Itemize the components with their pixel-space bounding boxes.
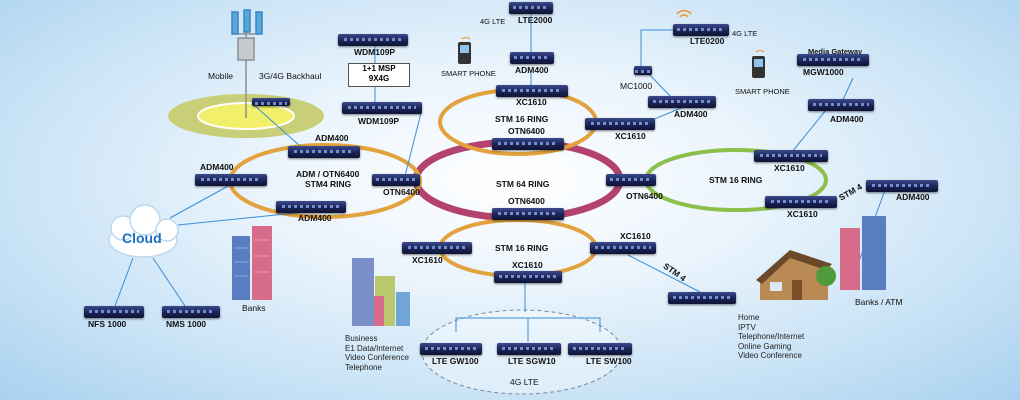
label-lte2000: LTE2000: [518, 15, 553, 25]
label-xc1610-r1: XC1610: [774, 163, 805, 173]
device-adm400-mc: [648, 96, 716, 108]
label-otn6400-right: OTN6400: [626, 191, 663, 201]
label-stm4-ring: STM4 RING: [305, 179, 352, 189]
label-xc1610-tr: XC1610: [615, 131, 646, 141]
label-media-gateway: Media Gateway: [808, 47, 863, 56]
device-adm400-l1: [288, 146, 360, 158]
label-stm16-ring-bottom: STM 16 RING: [495, 243, 549, 253]
cloud-shape: [108, 204, 179, 258]
label-smartphone-2: SMART PHONE: [735, 87, 790, 96]
label-xc1610-bot: XC1610: [512, 260, 543, 270]
label-4g-lte-top: 4G LTE: [480, 17, 506, 26]
label-otn6400-left: OTN6400: [383, 187, 420, 197]
label-stm16-ring-top: STM 16 RING: [495, 114, 549, 124]
device-nms1000: [162, 306, 220, 318]
label-xc1610-bl: XC1610: [412, 255, 443, 265]
smartphone-icon-2: [752, 50, 765, 78]
label-banks: Banks: [242, 303, 266, 313]
label-adm400-far: ADM400: [896, 192, 930, 202]
device-mgw1000: [797, 54, 869, 66]
label-adm400-l1: ADM400: [315, 133, 349, 143]
device-xc1610-r2: [765, 196, 837, 208]
label-lte-sgw10: LTE SGW10: [508, 356, 556, 366]
device-home-router: [668, 292, 736, 304]
label-otn6400-bottom: OTN6400: [508, 196, 545, 206]
device-adm400-l2: [195, 174, 267, 186]
device-lte2000: [509, 2, 553, 14]
device-otn6400-right: [606, 174, 656, 186]
label-lte-sw100: LTE SW100: [586, 356, 632, 366]
business-buildings: [352, 258, 410, 326]
label-stm64-ring: STM 64 RING: [496, 179, 550, 189]
label-banks-atm: Banks / ATM: [855, 297, 903, 307]
wifi-icon-tr: [676, 9, 692, 18]
label-wdm109p-mid: WDM109P: [358, 116, 400, 126]
home-house: [756, 250, 836, 300]
device-adm400-top: [510, 52, 554, 64]
label-lte-gw100: LTE GW100: [432, 356, 479, 366]
label-stm16-ring-right: STM 16 RING: [709, 175, 763, 185]
label-backhaul: 3G/4G Backhaul: [259, 71, 322, 81]
device-otn6400-top: [492, 138, 564, 150]
label-mobile: Mobile: [208, 71, 234, 81]
label-wdm109p-top: WDM109P: [354, 47, 396, 57]
device-adm400-far: [866, 180, 938, 192]
label-adm400-l3: ADM400: [298, 213, 332, 223]
label-smartphone-1: SMART PHONE: [441, 69, 496, 78]
banks-buildings-left: [232, 226, 272, 300]
label-nfs1000: NFS 1000: [88, 319, 127, 329]
label-adm400-l2: ADM400: [200, 162, 234, 172]
device-xc1610-top: [496, 85, 568, 97]
device-lte-sgw10: [497, 343, 561, 355]
label-otn6400-top: OTN6400: [508, 126, 545, 136]
device-adm400-right: [808, 99, 874, 111]
smartphone-icon-1: [458, 37, 471, 64]
label-xc1610-r2: XC1610: [787, 209, 818, 219]
device-otn6400-bottom: [492, 208, 564, 220]
device-mc1000: [634, 66, 652, 75]
cell-tower: [231, 9, 263, 118]
label-lte0200: LTE0200: [690, 36, 725, 46]
device-lte0200: [673, 24, 729, 36]
label-adm400-right: ADM400: [830, 114, 864, 124]
device-xc1610-bl: [402, 242, 472, 254]
banks-buildings-right: [840, 216, 886, 290]
home-info: Home IPTV Telephone/Internet Online Gami…: [738, 313, 805, 360]
business-info: Business E1 Data/Internet Video Conferen…: [345, 334, 409, 372]
device-lte-gw100: [420, 343, 482, 355]
device-lte-sw100: [568, 343, 632, 355]
device-xc1610-r1: [754, 150, 828, 162]
device-xc1610-tr: [585, 118, 655, 130]
label-adm400-mc: ADM400: [674, 109, 708, 119]
label-nms1000: NMS 1000: [166, 319, 207, 329]
label-4g-lte-tr: 4G LTE: [732, 29, 758, 38]
device-wdm109p-mid: [342, 102, 422, 114]
device-wdm109p-top: [338, 34, 408, 46]
device-nfs1000: [84, 306, 144, 318]
device-backhaul: [252, 98, 290, 106]
label-xc1610-top: XC1610: [516, 97, 547, 107]
device-otn6400-left: [372, 174, 420, 186]
device-xc1610-br: [590, 242, 656, 254]
device-adm400-l3: [276, 201, 346, 213]
link-lines: [114, 10, 886, 342]
label-cloud: Cloud: [122, 230, 162, 246]
label-4g-lte-bottom: 4G LTE: [510, 377, 539, 387]
label-adm400-top: ADM400: [515, 65, 549, 75]
device-xc1610-bot: [494, 271, 562, 283]
label-mc1000: MC1000: [620, 81, 653, 91]
label-mgw1000: MGW1000: [803, 67, 844, 77]
label-xc1610-br: XC1610: [620, 231, 651, 241]
label-adm-otn-ring: ADM / OTN6400: [296, 169, 360, 179]
